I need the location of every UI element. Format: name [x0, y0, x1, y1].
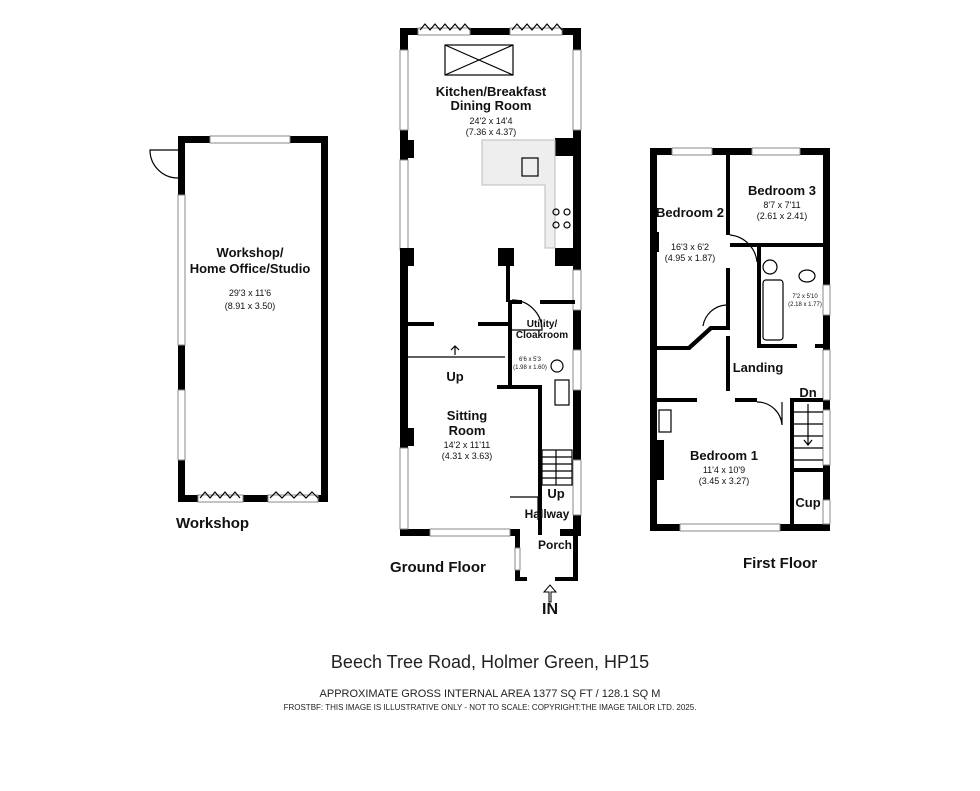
door-swing: [702, 304, 727, 327]
room-name: Hallway: [525, 507, 570, 521]
kitchen-counter: [481, 139, 556, 249]
stairs-up-label: Up: [446, 369, 463, 384]
bifold-door: [267, 494, 319, 503]
room-name: Sitting: [447, 408, 487, 423]
gross-internal-area: APPROXIMATE GROSS INTERNAL AREA 1377 SQ …: [319, 688, 661, 700]
door-swing: [510, 496, 539, 520]
room-dimensions-metric: (4.95 x 1.87): [665, 253, 716, 263]
room-dimensions-metric: (2.18 x 1.77): [788, 302, 822, 308]
basin-icon: [554, 379, 570, 406]
floor-label: Ground Floor: [390, 559, 486, 576]
window: [209, 135, 291, 144]
disclaimer: FROSTBF: THIS IMAGE IS ILLUSTRATIVE ONLY…: [283, 703, 697, 712]
room-name: Bedroom 1: [690, 448, 758, 463]
room-name: Dining Room: [451, 98, 532, 113]
room-dimensions-metric: (2.61 x 2.41): [757, 211, 808, 221]
room-dimensions-metric: (4.31 x 3.63): [442, 451, 493, 461]
room-dimensions-metric: (3.45 x 3.27): [699, 476, 750, 486]
wc-icon: [550, 359, 564, 373]
first-floor-plan: Bedroom 2 16'3 x 6'2 (4.95 x 1.87) Bedro…: [650, 147, 831, 572]
sink-icon: [521, 157, 539, 177]
room-name: Bedroom 2: [656, 205, 724, 220]
room-dimensions: 14'2 x 11'11: [444, 440, 491, 450]
bifold-door: [197, 494, 244, 503]
bifold-door: [417, 27, 471, 36]
room-dimensions: 16'3 x 6'2: [671, 242, 709, 252]
door-swing: [511, 299, 543, 331]
wc-icon: [798, 269, 816, 283]
up-arrow-icon: [450, 345, 460, 355]
room-name: Home Office/Studio: [190, 261, 311, 276]
room-name: Landing: [733, 360, 784, 375]
floor-label: First Floor: [743, 555, 817, 572]
room-name: Workshop/: [217, 245, 284, 260]
bifold-door: [509, 27, 563, 36]
room-dimensions: 11'4 x 10'9: [703, 465, 745, 475]
door-swing: [756, 401, 783, 426]
room-name: Utility/: [527, 319, 558, 330]
entrance-arrow-icon: [542, 584, 558, 603]
bath-icon: [762, 279, 784, 341]
floor-label: Workshop: [176, 515, 249, 532]
basin-icon: [762, 259, 778, 275]
room-name: Porch: [538, 538, 572, 552]
door-swing: [729, 234, 758, 263]
stairs: [794, 404, 823, 461]
skylight: [444, 44, 514, 76]
room-name: Kitchen/Breakfast: [436, 84, 547, 99]
room-dimensions: 29'3 x 11'6: [229, 288, 271, 298]
window: [177, 389, 186, 461]
room-dimensions: 24'2 x 14'4: [470, 116, 513, 126]
hob-icon: [552, 208, 571, 229]
stairs: [541, 449, 573, 486]
stairs-down-label: Dn: [799, 385, 816, 400]
room-dimensions: 8'7 x 7'11: [763, 200, 800, 210]
property-address: Beech Tree Road, Holmer Green, HP15: [330, 652, 650, 672]
door-swing: [149, 149, 179, 179]
entrance-label: IN: [542, 601, 558, 618]
stairs-up-label: Up: [547, 486, 564, 501]
room-dimensions: 6'6 x 5'3: [519, 357, 542, 363]
room-name: Cloakroom: [516, 330, 568, 341]
ground-floor-plan: Up Kitchen/Breakfast Dining Room 24'2 x …: [390, 23, 582, 618]
room-dimensions-metric: (8.91 x 3.50): [225, 301, 276, 311]
room-name: Bedroom 3: [748, 183, 816, 198]
workshop-plan: Workshop/ Home Office/Studio 29'3 x 11'6…: [149, 135, 328, 532]
room-dimensions: 7'2 x 5'10: [792, 294, 818, 300]
room-dimensions-metric: (7.36 x 4.37): [466, 127, 517, 137]
window: [177, 194, 186, 346]
room-dimensions-metric: (1.98 x 1.60): [513, 365, 547, 371]
room-name: Cup: [795, 495, 820, 510]
room-name: Room: [449, 423, 486, 438]
